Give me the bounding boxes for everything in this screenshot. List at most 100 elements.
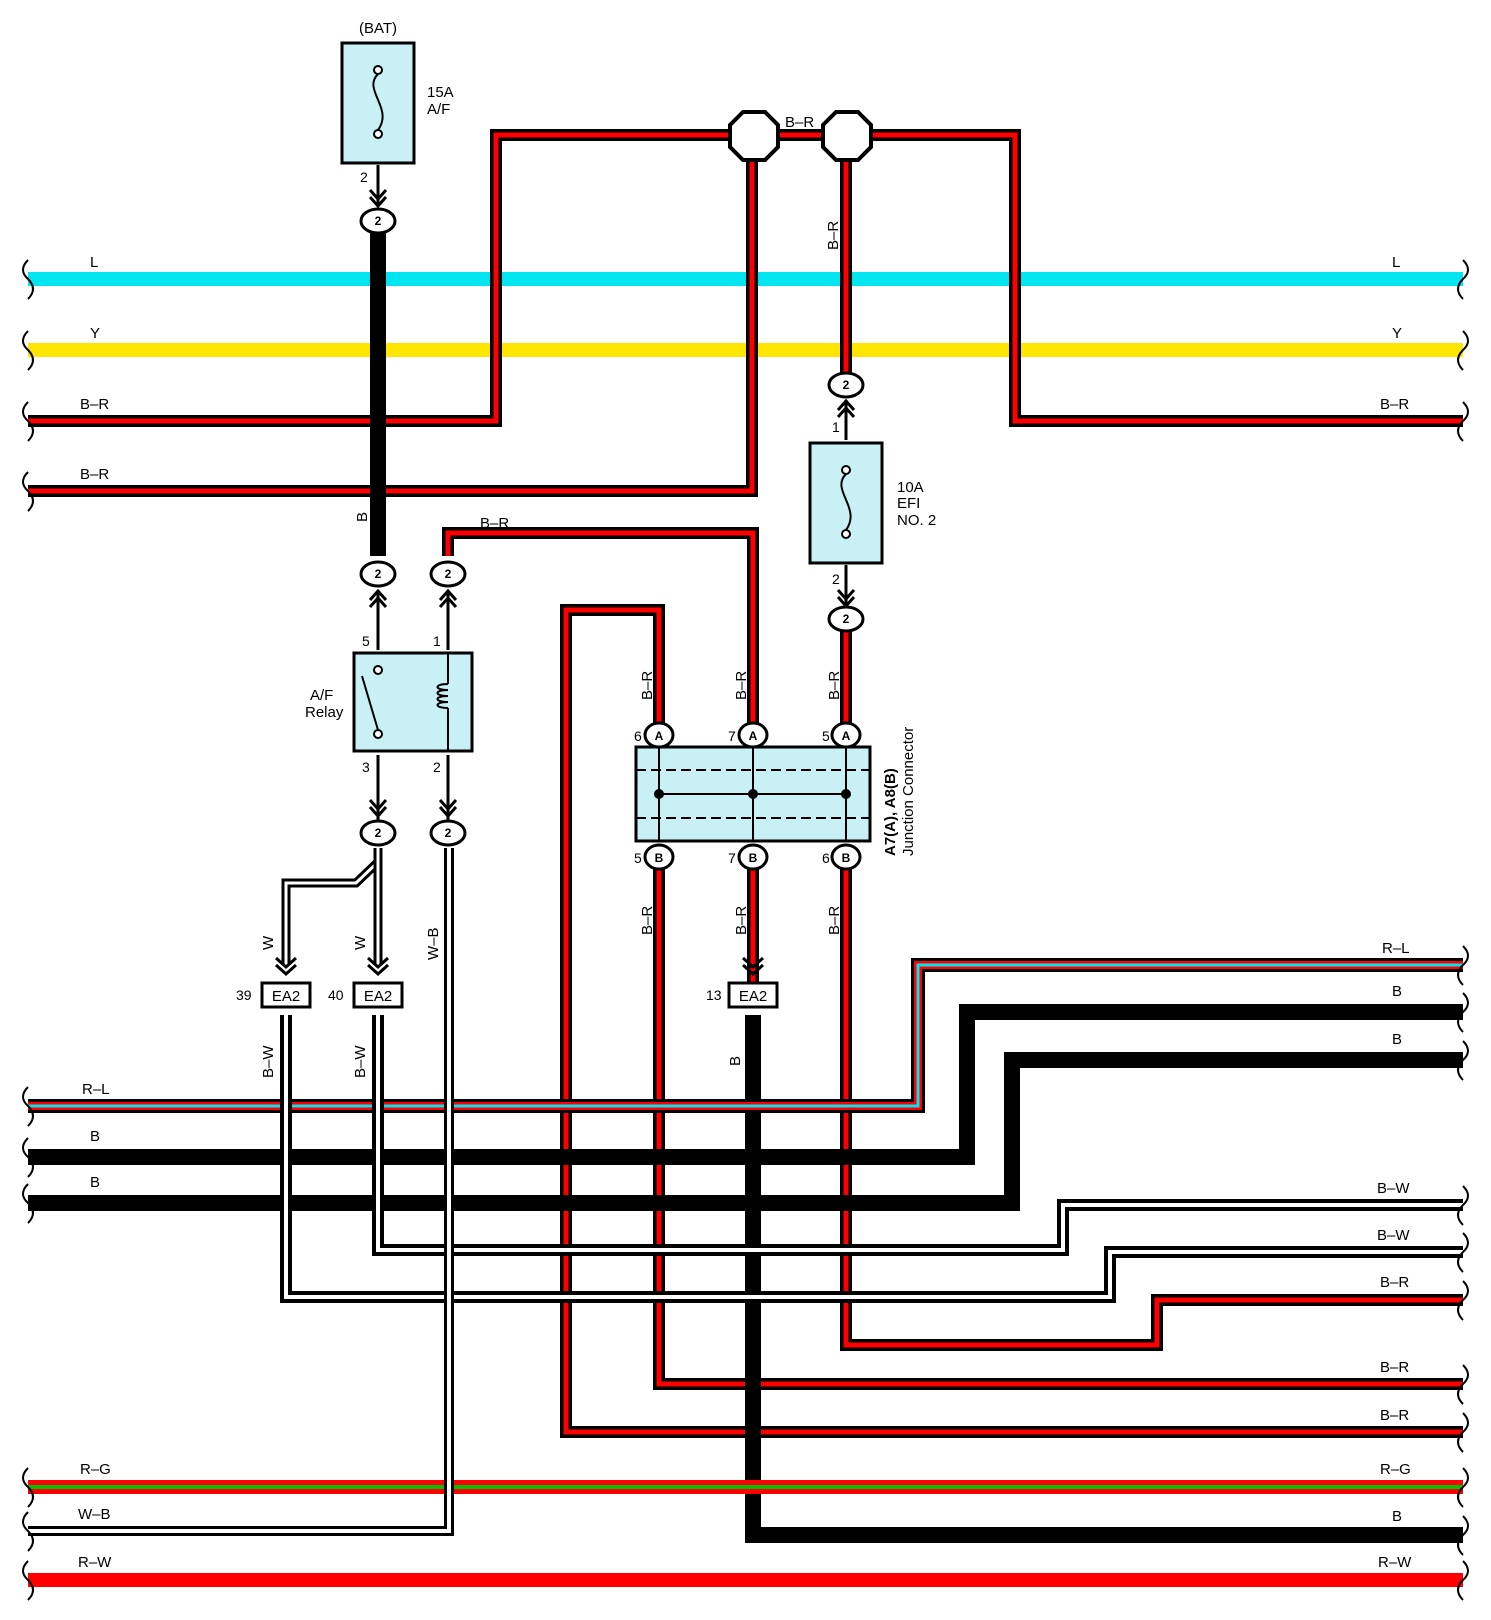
jc-letter-b5: B xyxy=(655,851,664,865)
junction-pins xyxy=(643,721,862,871)
left-bus-b2: B xyxy=(90,1174,100,1191)
ea13-b-label: B xyxy=(727,1056,744,1066)
wire-w-relay xyxy=(281,848,383,965)
jc-pin-a7: 7 xyxy=(728,728,736,744)
left-bus-wb: W–B xyxy=(78,1506,111,1523)
left-bus-y: Y xyxy=(90,325,100,342)
right-bus-y: Y xyxy=(1392,325,1402,342)
right-bus-rl: R–L xyxy=(1382,940,1410,957)
left-bus-ends xyxy=(22,259,34,1601)
relay-conn-top-left: 2 xyxy=(375,567,382,581)
ea2-13-pin: 13 xyxy=(706,987,722,1003)
left-bus-br1: B–R xyxy=(80,396,109,413)
relay-name: A/F xyxy=(310,687,333,704)
jc-letter-a7: A xyxy=(749,729,758,743)
right-bus-l: L xyxy=(1392,254,1400,271)
right-bus-rg: R–G xyxy=(1380,1461,1411,1478)
ea2-40-pin: 40 xyxy=(328,987,344,1003)
ea2-40-label: EA2 xyxy=(364,988,392,1005)
right-bus-br2: B–R xyxy=(1380,1274,1409,1291)
bus-b-lower xyxy=(28,1052,1463,1211)
wire-br-a6-loop xyxy=(560,604,1463,1438)
bus-br-lower xyxy=(28,150,758,497)
wire-b-ea13 xyxy=(745,1015,1463,1543)
efi-conn-in: 2 xyxy=(843,378,850,392)
jc-a5-label: B–R xyxy=(826,671,843,700)
bus-b-upper xyxy=(28,1004,1463,1165)
oval-connectors xyxy=(359,207,865,847)
left-bus-br2: B–R xyxy=(80,466,109,483)
relay-af xyxy=(352,651,474,753)
jc-b6-label: B–R xyxy=(826,906,843,935)
relay-name2: Relay xyxy=(305,704,344,721)
ea2-39-pin: 39 xyxy=(236,987,252,1003)
af-fuse-name: A/F xyxy=(427,101,450,118)
ea2-13-label: EA2 xyxy=(739,988,767,1005)
relay-br-label: B–R xyxy=(480,515,509,532)
right-bus-rw: R–W xyxy=(1378,1554,1412,1571)
relay-conn-bot-left: 2 xyxy=(375,826,382,840)
right-bus-b1: B xyxy=(1392,983,1402,1000)
bus-r-l xyxy=(28,958,1463,1113)
efi-fuse-rating: 10A xyxy=(897,479,924,496)
relay-pin2: 2 xyxy=(433,759,441,775)
right-bus-br4: B–R xyxy=(1380,1407,1409,1424)
relay-pin3: 3 xyxy=(362,759,370,775)
right-bus-b2: B xyxy=(1392,1031,1402,1048)
right-bus-br3: B–R xyxy=(1380,1359,1409,1376)
fuse-af xyxy=(340,41,416,165)
right-bus-b3: B xyxy=(1392,1508,1402,1525)
bus-br-upper xyxy=(28,129,1463,427)
af-b-label: B xyxy=(354,512,371,522)
efi-pin-out: 2 xyxy=(832,571,840,587)
af-fuse-connector: 2 xyxy=(375,214,382,228)
left-bus-l: L xyxy=(90,254,98,271)
junction-connector xyxy=(634,745,872,843)
efi-fuse-name2: NO. 2 xyxy=(897,512,936,529)
jc-name2: Junction Connector xyxy=(900,727,917,856)
left-bus-rw: R–W xyxy=(78,1554,112,1571)
efi-conn-out: 2 xyxy=(843,612,850,626)
wire-br-relay xyxy=(442,527,759,735)
splice-octagon-right xyxy=(821,110,873,162)
ea39-bw-label: B–W xyxy=(260,1045,277,1078)
ea40-bw-label: B–W xyxy=(352,1045,369,1078)
jc-pin-a5: 5 xyxy=(822,728,830,744)
efi-fuse-name: EFI xyxy=(897,495,920,512)
arrowheads xyxy=(274,189,856,977)
jc-b5-label: B–R xyxy=(639,906,656,935)
efi-pin-in: 1 xyxy=(832,419,840,435)
relay-pin5: 5 xyxy=(362,633,370,649)
relay-conn-top-right: 2 xyxy=(445,567,452,581)
wire-br-b6 xyxy=(840,860,1463,1351)
jc-name: A7(A), A8(B) xyxy=(882,768,899,856)
wire-wb-relay xyxy=(28,848,454,1536)
splice-octagon-left xyxy=(728,110,780,162)
ea2-boxes xyxy=(260,981,779,1009)
jc-letter-b7: B xyxy=(749,851,758,865)
jc-letter-a5: A xyxy=(842,729,851,743)
wire-bw-ea39 xyxy=(280,1015,1463,1303)
right-bus-bw2: B–W xyxy=(1377,1227,1410,1244)
jc-letter-a6: A xyxy=(655,729,664,743)
left-bus-rg: R–G xyxy=(80,1461,111,1478)
relay-w2-label: W xyxy=(352,935,369,950)
relay-w1-label: W xyxy=(260,935,277,950)
left-bus-b1: B xyxy=(90,1128,100,1145)
relay-wb-label: W–B xyxy=(425,927,442,960)
top-br-label: B–R xyxy=(785,114,814,131)
jc-pin-a6: 6 xyxy=(634,728,642,744)
jc-letter-b6: B xyxy=(842,851,851,865)
right-bus-bw1: B–W xyxy=(1377,1180,1410,1197)
jc-pin-b5: 5 xyxy=(634,850,642,866)
relay-conn-bot-right: 2 xyxy=(445,826,452,840)
fuse-efi xyxy=(808,441,884,565)
af-fuse-rating: 15A xyxy=(427,84,454,101)
jc-b7-label: B–R xyxy=(733,906,750,935)
wire-br-b5 xyxy=(653,860,1463,1390)
right-bus-br1: B–R xyxy=(1380,396,1409,413)
efi-in-label: B–R xyxy=(825,221,842,250)
relay-pin1: 1 xyxy=(433,633,441,649)
jc-pin-b7: 7 xyxy=(728,850,736,866)
